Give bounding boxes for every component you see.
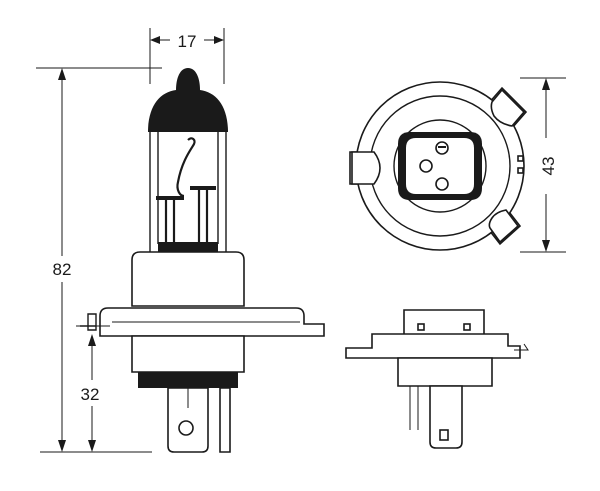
bulb-side-view xyxy=(80,68,325,453)
dim-label-43: 43 xyxy=(539,157,558,176)
bulb-top-view xyxy=(349,81,528,251)
dimension-flange-diameter: 43 xyxy=(520,77,566,253)
side-view-lower-body xyxy=(397,357,493,387)
base-lower-body xyxy=(131,335,245,373)
inner-shield xyxy=(157,132,219,244)
terminal-side xyxy=(219,387,231,453)
top-view-mark-2 xyxy=(517,167,524,174)
pin-b xyxy=(419,159,433,173)
base-dark-band xyxy=(138,372,238,388)
glass-envelope xyxy=(149,132,227,252)
filament-support-left xyxy=(164,198,176,244)
bulb-black-cap xyxy=(148,68,228,132)
top-view-socket-outer xyxy=(393,119,487,213)
filament-low-beam xyxy=(156,196,184,200)
dim-label-17: 17 xyxy=(178,32,197,51)
terminal-hole xyxy=(178,420,194,436)
top-view-socket-inner xyxy=(406,138,474,194)
filament-wire xyxy=(176,137,196,198)
filament-high-beam xyxy=(190,186,216,190)
dimension-base-height: 32 xyxy=(76,325,110,452)
filament-support-right xyxy=(197,190,209,244)
terminal-main xyxy=(167,387,209,453)
side-view-flange xyxy=(345,333,521,359)
side-view-terminal xyxy=(429,385,463,449)
flange-clip xyxy=(80,313,97,331)
dim-label-82: 82 xyxy=(53,260,72,279)
side-view-top-block xyxy=(403,309,485,337)
dimension-bulb-width: 17 xyxy=(149,28,225,84)
pin-c xyxy=(435,177,449,191)
filament-base-block xyxy=(158,242,218,252)
dim-label-32: 32 xyxy=(81,385,100,404)
dimension-total-height: 82 xyxy=(36,67,162,453)
bulb-base-side-view xyxy=(345,309,529,449)
base-collar xyxy=(131,251,245,307)
top-view-mark-1 xyxy=(517,155,524,162)
